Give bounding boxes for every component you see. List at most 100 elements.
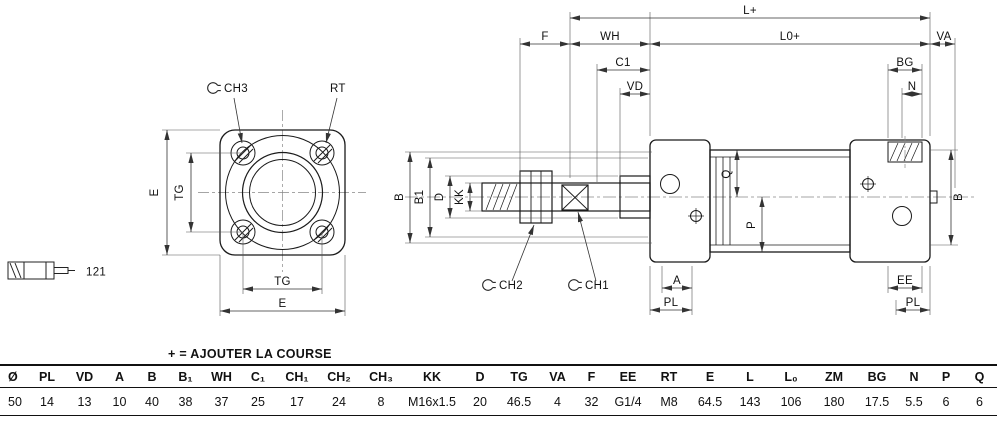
wrench-icon: [568, 279, 583, 291]
col-header: L: [730, 364, 770, 388]
col-header: TG: [498, 364, 540, 388]
cell: M16x1.5: [402, 387, 462, 416]
thumbnail-drawing: [7, 261, 75, 280]
dim-label-ch1: CH1: [585, 280, 609, 292]
col-header: CH₃: [360, 364, 402, 388]
col-header: P: [930, 364, 962, 388]
dim-label-p: P: [746, 221, 758, 229]
col-header: N: [898, 364, 930, 388]
cell: 13: [66, 387, 103, 416]
cell: G1/4: [608, 387, 648, 416]
cylinder-tube: [709, 149, 851, 253]
col-header: BG: [856, 364, 898, 388]
cell: 38: [168, 387, 203, 416]
stroke-note: + = AJOUTER LA COURSE: [168, 347, 332, 361]
cell: 6: [962, 387, 997, 416]
dimension-table: Ø P L VD A B B₁ WH C₁ CH₁ CH₂ CH₃ KK D TG…: [0, 364, 997, 416]
table-data-row: 50 14 13 10 40 38 37 25 17 24 8 M16x1.5 …: [0, 387, 997, 416]
dim-label-d: D: [434, 193, 446, 202]
cell: 20: [462, 387, 498, 416]
cell: 106: [770, 387, 812, 416]
rear-end-cap: [849, 136, 938, 263]
col-header: B: [136, 364, 168, 388]
wrench-icon: [207, 82, 222, 94]
col-header: VD: [66, 364, 103, 388]
dim-label-tg-bottom: TG: [274, 276, 291, 288]
dim-label-wh: WH: [600, 31, 620, 43]
dim-label-vd: VD: [627, 81, 644, 93]
col-header: Q: [962, 364, 997, 388]
cell: 46.5: [498, 387, 540, 416]
dim-label-pl-left: PL: [664, 297, 679, 309]
col-header: E: [690, 364, 730, 388]
cell: 10: [103, 387, 136, 416]
dim-label-l0-plus: L0+: [780, 31, 800, 43]
col-header: CH₂: [318, 364, 360, 388]
col-header: L₀: [770, 364, 812, 388]
dim-label-rt: RT: [330, 83, 346, 95]
flange-outline: [219, 129, 346, 256]
dim-label-e-bottom: E: [279, 298, 287, 310]
dim-label-ch2: CH2: [499, 280, 523, 292]
col-header: ZM: [812, 364, 856, 388]
part-number-label: 121: [86, 267, 106, 279]
dim-label-q: Q: [721, 169, 733, 178]
dim-label-b1: B1: [414, 190, 426, 205]
dim-label-va: VA: [936, 31, 951, 43]
col-header: RT: [648, 364, 690, 388]
dim-label-l-plus: L+: [743, 5, 757, 17]
cell: 17.5: [856, 387, 898, 416]
cell: 180: [812, 387, 856, 416]
dim-label-b-right: B: [953, 193, 965, 201]
table-header-row: Ø P L VD A B B₁ WH C₁ CH₁ CH₂ CH₃ KK D TG…: [0, 364, 997, 388]
col-header: WH: [203, 364, 240, 388]
cell: 14: [28, 387, 66, 416]
cell: 37: [203, 387, 240, 416]
dim-label-kk: KK: [454, 189, 466, 205]
cell: 64.5: [690, 387, 730, 416]
cell: 50: [0, 387, 28, 416]
col-header: C₁: [240, 364, 276, 388]
cell: 40: [136, 387, 168, 416]
front-end-cap: [649, 139, 711, 263]
end-view: E TG TG E CH3 RT: [149, 82, 366, 316]
cell: 8: [360, 387, 402, 416]
cell: 32: [575, 387, 608, 416]
end-view-extension-lines: [162, 129, 346, 316]
dim-label-ee: EE: [897, 275, 913, 287]
cell: 143: [730, 387, 770, 416]
technical-drawing: 121: [7, 5, 975, 316]
col-header: Ø: [0, 364, 28, 388]
dim-label-pl-right: PL: [906, 297, 921, 309]
side-view: L+ F WH L0+ VA C1 BG VD N B B1 D KK Q P …: [394, 5, 975, 315]
dim-label-c1: C1: [615, 57, 630, 69]
col-header: EE: [608, 364, 648, 388]
cell: 4: [540, 387, 575, 416]
end-view-dimension-lines: [164, 97, 345, 314]
cell: 25: [240, 387, 276, 416]
dim-label-b-left: B: [394, 193, 406, 201]
dim-label-tg-left: TG: [174, 184, 186, 201]
side-view-extension-lines: [405, 12, 958, 315]
side-view-dimension-lines: [407, 15, 955, 313]
cell: M8: [648, 387, 690, 416]
dim-label-bg: BG: [896, 57, 913, 69]
col-header: KK: [402, 364, 462, 388]
col-header: B₁: [168, 364, 203, 388]
dim-label-e-left: E: [149, 188, 161, 196]
col-header: F: [575, 364, 608, 388]
dim-label-ch3: CH3: [224, 83, 248, 95]
col-header: CH₁: [276, 364, 318, 388]
cell: 5.5: [898, 387, 930, 416]
col-header: D: [462, 364, 498, 388]
cell: 17: [276, 387, 318, 416]
dim-label-f: F: [541, 31, 548, 43]
cell: 24: [318, 387, 360, 416]
dim-label-a: A: [673, 275, 681, 287]
cell: 6: [930, 387, 962, 416]
col-header: A: [103, 364, 136, 388]
col-header: VA: [540, 364, 575, 388]
dim-label-n: N: [908, 81, 917, 93]
wrench-icon: [482, 279, 497, 291]
